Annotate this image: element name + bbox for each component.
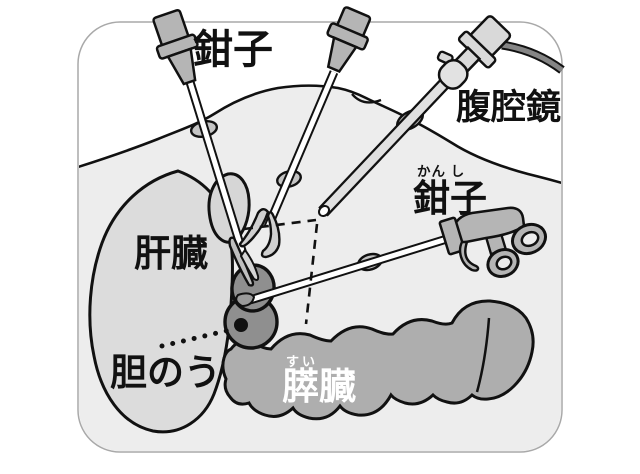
forceps-left-handle: [152, 9, 199, 86]
laparoscope-label: 腹腔鏡: [456, 88, 561, 127]
laparoscope-cable: [501, 42, 564, 73]
grasper-middle: [238, 6, 372, 259]
forceps-right: [235, 206, 548, 308]
laparoscope: [317, 15, 565, 218]
forceps-left: [152, 9, 260, 287]
forceps-right-jaw: [235, 292, 256, 308]
forceps-right-body: [451, 206, 526, 246]
gallbladder-pointer-dots: [159, 327, 233, 349]
laparoscope-head: [436, 15, 512, 90]
gallbladder-label: 胆のう: [110, 352, 221, 393]
pancreas-crease: [475, 317, 491, 393]
scope-view-dashed-line-vertical: [304, 223, 319, 325]
gallbladder-pointer-dot: [234, 318, 248, 332]
liver-label: 肝臓: [134, 233, 208, 274]
forceps-right-label: 鉗子: [413, 178, 487, 219]
grasper-middle-jaw-right: [260, 211, 281, 259]
forceps-left-shaft: [187, 81, 246, 255]
grasper-middle-handle: [326, 6, 372, 73]
forceps-left-handle-nozzle: [166, 47, 197, 86]
pancreas-label: 膵臓: [282, 366, 356, 407]
laparoscope-valve: [437, 58, 469, 90]
forceps-right-furigana: かん し: [417, 164, 465, 179]
grasper-middle-shaft: [265, 71, 337, 228]
forceps-right-finger-ring-hole: [495, 255, 513, 271]
forceps-right-thumb-ring-hole: [520, 230, 540, 248]
laparoscope-lens-tip: [317, 204, 331, 218]
skin-fold: [351, 93, 382, 104]
forceps-right-collar: [438, 216, 466, 256]
pancreas-furigana: すい: [286, 354, 318, 369]
grasper-middle-handle-nozzle: [326, 35, 359, 73]
grasper-middle-jaw-left: [238, 208, 270, 248]
forceps-left-tip-2: [239, 248, 260, 281]
abdomen-outline: [79, 84, 561, 185]
scope-view-dashed-line-horizontal: [243, 218, 317, 231]
forceps-right-spur: [458, 240, 480, 272]
forceps-top-label: 鉗子: [193, 28, 273, 72]
pancreas-shape: [221, 299, 535, 421]
laparoscope-shaft: [319, 80, 449, 215]
forceps-right-shaft: [249, 235, 451, 303]
